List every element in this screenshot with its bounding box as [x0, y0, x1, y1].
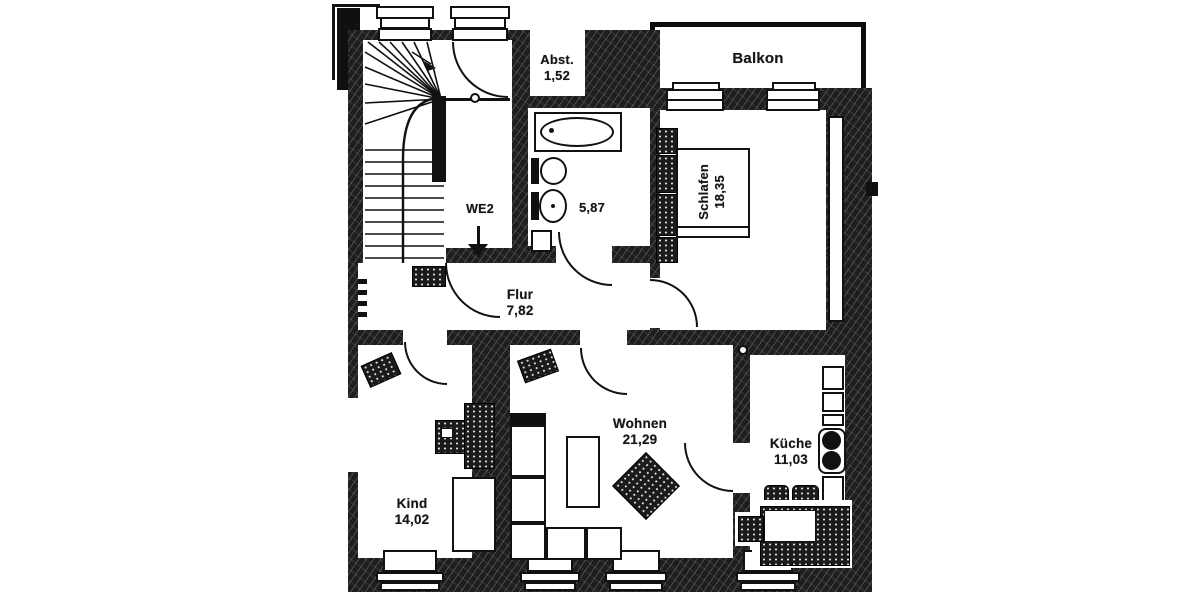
direction-arrow-icon	[424, 61, 436, 71]
schlafen-area: 18,35	[711, 175, 727, 209]
window-sill	[524, 582, 576, 591]
kind-name: Kind	[396, 496, 428, 511]
door-pivot-dot	[738, 345, 748, 355]
label-kind: Kind 14,02	[378, 496, 446, 529]
sink-icon	[539, 189, 567, 223]
abst-area: 1,52	[543, 67, 571, 83]
radiator-icon	[358, 279, 367, 321]
kueche-name: Küche	[769, 436, 813, 451]
flur-name: Flur	[506, 287, 534, 302]
nightstand-icon	[656, 237, 678, 263]
sink-drain	[551, 204, 555, 208]
flur-area: 7,82	[506, 303, 534, 319]
corner-sofa-icon	[586, 527, 622, 560]
label-abstellraum: Abst. 1,52	[528, 52, 586, 84]
sink-base	[531, 192, 539, 220]
window-sill	[609, 582, 663, 591]
kueche-area: 11,03	[773, 452, 809, 468]
stove-burner	[822, 431, 841, 450]
toilet-tank	[531, 158, 539, 184]
label-kueche: Küche 11,03	[758, 436, 824, 469]
corner-sofa-icon	[510, 425, 546, 477]
window-sill	[605, 572, 667, 582]
label-flur: Flur 7,82	[490, 287, 550, 320]
window-mullion	[768, 99, 818, 101]
bed-icon	[452, 477, 496, 552]
wardrobe-niche-icon	[828, 116, 844, 322]
kitchen-counter-icon	[822, 392, 844, 412]
entrance-arrow-head	[468, 244, 488, 257]
wohnen-area: 21,29	[622, 432, 658, 448]
label-wohnen: Wohnen 21,29	[598, 416, 682, 449]
wardrobe-icon	[464, 403, 495, 469]
label-bad-area: 5,87	[578, 200, 606, 215]
window-icon	[612, 550, 660, 572]
bathtub-drain	[549, 128, 554, 133]
door-gap-kueche	[733, 443, 750, 493]
window-sill	[376, 572, 444, 582]
schlafen-name: Schlafen	[696, 164, 712, 220]
corner-sofa-icon	[510, 523, 546, 560]
doormat-icon	[412, 266, 446, 287]
coffee-table-icon	[566, 436, 600, 508]
chair-seat	[441, 428, 453, 438]
window-sill	[736, 572, 800, 582]
wall-recess	[540, 10, 566, 30]
stair-newel-wall	[432, 96, 446, 182]
nightstand-icon	[656, 128, 678, 154]
label-balkon: Balkon	[732, 50, 784, 67]
kitchen-counter-icon	[822, 414, 844, 426]
corner-sofa-icon	[510, 477, 546, 523]
nightstand-icon	[656, 194, 678, 236]
window-icon	[378, 28, 432, 41]
washer-icon	[531, 230, 552, 252]
abst-name: Abst.	[540, 52, 574, 67]
building-outline-line	[332, 4, 380, 7]
table-top	[764, 510, 816, 542]
sofa-back	[510, 413, 546, 425]
kind-area: 14,02	[394, 512, 430, 528]
wall-niche-left	[346, 398, 358, 472]
kitchen-counter-icon	[822, 476, 844, 502]
window-mullion	[668, 99, 722, 101]
stove-burner	[822, 451, 841, 470]
corner-sofa-icon	[546, 527, 586, 560]
window-icon	[383, 550, 437, 572]
window-sill	[520, 572, 580, 582]
entrance-arrow-icon	[477, 226, 480, 244]
wall-nub	[866, 182, 878, 196]
window-sill	[740, 582, 796, 591]
window-icon	[452, 28, 508, 41]
label-we2: WE2	[466, 202, 494, 216]
building-outline-line	[332, 4, 335, 80]
chair-icon	[738, 516, 764, 542]
window-sill	[380, 582, 440, 591]
toilet-icon	[540, 157, 567, 185]
kitchen-counter-icon	[822, 366, 844, 390]
bed-foot-line	[678, 226, 748, 228]
double-bed-icon	[676, 148, 750, 238]
room-abstellraum	[530, 28, 585, 96]
wohnen-name: Wohnen	[612, 416, 668, 431]
door-pivot-dot	[470, 93, 480, 103]
label-schlafen: Schlafen 18,35	[666, 146, 758, 238]
